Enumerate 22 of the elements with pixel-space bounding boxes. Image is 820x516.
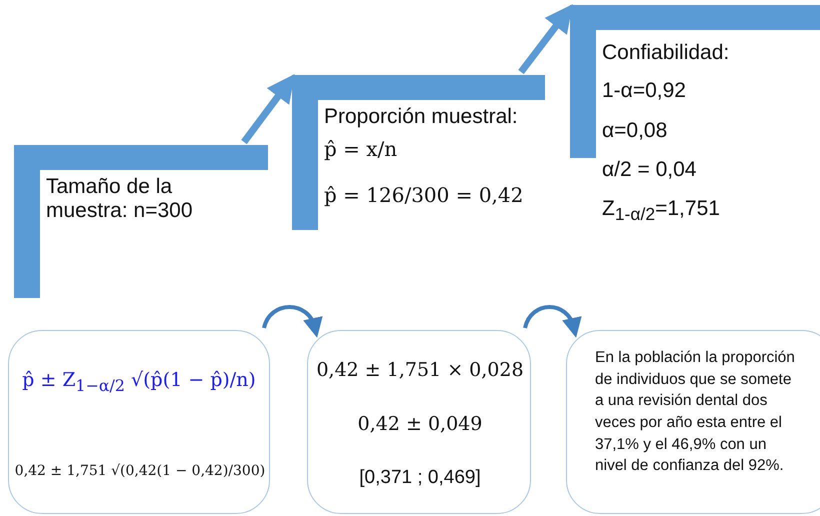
- text: α/2 = 0,04: [602, 158, 698, 182]
- text: Confiabilidad:: [602, 41, 730, 65]
- text: En la población la proporción de individuos que se somete a una revisión dental dos veces por año esta entre el 37,1% y el 46,9% con un nivel de confianza del 92%.: [595, 348, 795, 476]
- text: Proporción muestral:: [324, 105, 519, 129]
- formula-text: 0,42 ± 0,049: [356, 413, 484, 435]
- text: Z$_{1-α/2}$=1,751: [602, 197, 721, 226]
- formula-text: p̂ = x/n: [324, 137, 398, 161]
- formula-text: p̂ = 126/300 = 0,42: [324, 183, 524, 207]
- curved-arrow: [262, 305, 322, 338]
- rounded-box: [307, 330, 531, 514]
- step-arrow: [241, 74, 295, 144]
- rounded-box: [8, 330, 270, 514]
- formula-text: 0,42 ± 1,751 × 0,028: [315, 359, 525, 381]
- rounded-box: [566, 330, 820, 514]
- text: α=0,08: [602, 119, 668, 143]
- formula-text: p̂ ± Z$_{1−α/2}$ √(p̂(1 − p̂)/n): [21, 369, 257, 395]
- text: [0,371 ; 0,469]: [358, 467, 482, 489]
- step-arrow: [518, 4, 573, 74]
- text: 1-α=0,92: [602, 79, 687, 103]
- curved-arrow: [523, 305, 580, 338]
- formula-text: 0,42 ± 1,751 √(0,42(1 − 0,42)/300): [14, 463, 266, 479]
- text: Tamaño de la muestra: n=300: [46, 175, 194, 223]
